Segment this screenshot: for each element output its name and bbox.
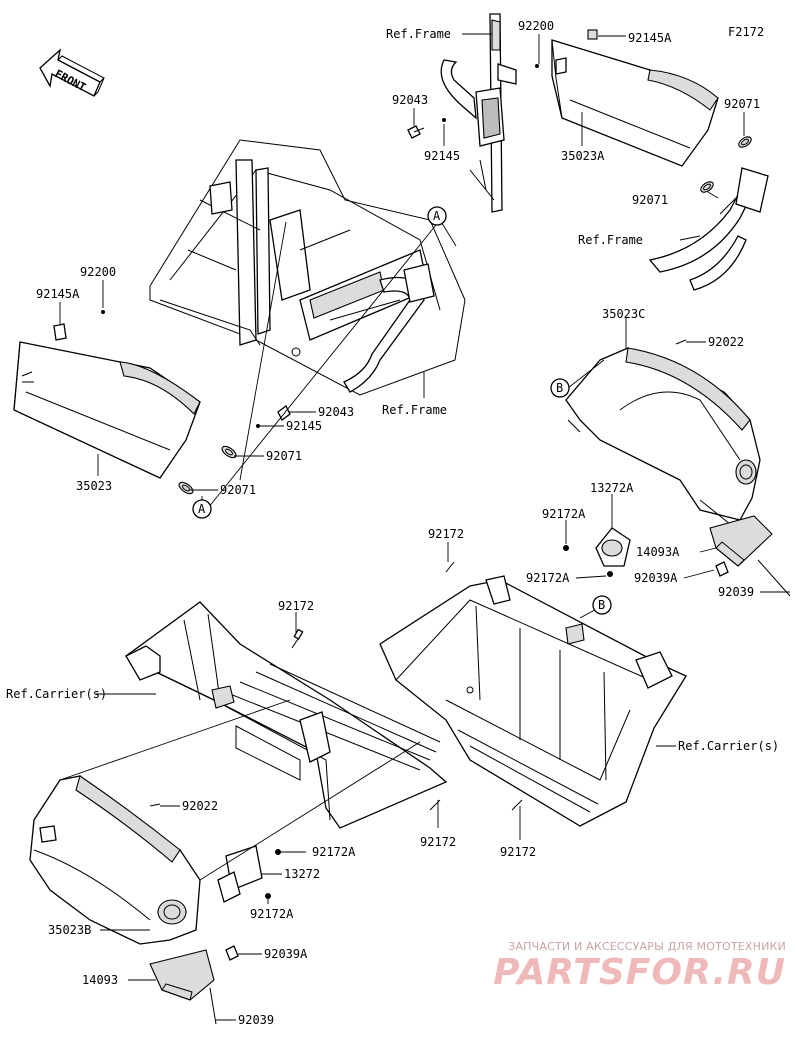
svg-text:A: A (198, 502, 206, 516)
label-92071-mid2: 92071 (220, 483, 256, 497)
callout-a-top: A (427, 206, 447, 226)
callout-b-bottom: B (592, 595, 612, 615)
label-92172a-r2: 92172A (526, 571, 570, 585)
front-arrow-icon: FRONT (39, 48, 105, 97)
bracket-13272a (595, 527, 631, 567)
callout-b-right: B (550, 378, 570, 398)
label-35023b: 35023B (48, 923, 91, 937)
label-92172-bot: 92172 (500, 845, 536, 859)
clip-92200-top (535, 64, 539, 68)
figure-code: F2172 (728, 25, 764, 39)
nut-92022-l (149, 803, 161, 807)
label-92071-top1: 92071 (724, 97, 760, 111)
label-92039-r: 92039 (718, 585, 754, 599)
label-92172a-l1: 92172A (312, 845, 356, 859)
watermark-logo: PARTSFOR.RU (493, 952, 786, 993)
svg-text:B: B (556, 381, 563, 395)
label-ref-frame-center: Ref.Frame (382, 403, 447, 417)
grommet-mid-2 (178, 481, 194, 495)
label-92022-left: 92022 (182, 799, 218, 813)
screw-92172-bot (511, 799, 523, 811)
label-92039-l: 92039 (238, 1013, 274, 1027)
label-92172-mid: 92172 (420, 835, 456, 849)
tie-92039-r (757, 559, 791, 597)
label-35023c: 35023C (602, 307, 645, 321)
label-92200-top: 92200 (518, 19, 554, 33)
svg-text:A: A (433, 209, 441, 223)
cover-35023a (551, 39, 719, 167)
screw-92172-left (291, 628, 304, 649)
part-labels: Ref.Frame 92200 92145A 92043 92145 35023… (6, 19, 779, 1027)
label-14093: 14093 (82, 973, 118, 987)
frame-tube-right (648, 167, 769, 291)
label-35023: 35023 (76, 479, 112, 493)
label-92172a-r1: 92172A (542, 507, 586, 521)
clip-92039a-l (225, 945, 239, 961)
grommet-top-2 (700, 181, 714, 193)
screw-92172-mid (429, 799, 441, 811)
carrier-right (379, 575, 687, 827)
label-35023a: 35023A (561, 149, 605, 163)
label-92071-top2: 92071 (632, 193, 668, 207)
screw-92172a-r1 (563, 545, 569, 551)
cover-35023c (565, 347, 761, 525)
bracket-13272 (217, 845, 263, 903)
label-13272: 13272 (284, 867, 320, 881)
cover-35023 (13, 323, 201, 479)
watermark-tagline: ЗАПЧАСТИ И АКСЕССУАРЫ ДЛЯ МОТОТЕХНИКИ (508, 940, 786, 953)
carrier-left (124, 601, 448, 829)
spacer-14093 (149, 949, 215, 1001)
spacer-14093a (709, 515, 773, 567)
label-14093a: 14093A (636, 545, 680, 559)
label-92022-right: 92022 (708, 335, 744, 349)
label-92172a-l2: 92172A (250, 907, 294, 921)
callout-a-bottom: A (192, 499, 212, 519)
label-92043-top: 92043 (392, 93, 428, 107)
label-92039a-r: 92039A (634, 571, 678, 585)
frame-bracket-top (440, 13, 517, 213)
grommet-top-1 (738, 136, 752, 148)
label-92145a-left: 92145A (36, 287, 80, 301)
chassis-frame (149, 139, 466, 396)
label-92071-mid1: 92071 (266, 449, 302, 463)
label-ref-carrier-right: Ref.Carrier(s) (678, 739, 779, 753)
nut-92022-r (675, 339, 687, 345)
nut-92145a-top (587, 29, 598, 40)
label-92200-left: 92200 (80, 265, 116, 279)
label-ref-frame-mid: Ref.Frame (578, 233, 643, 247)
clip-92039a-r (715, 561, 729, 577)
label-92145a-top: 92145A (628, 31, 672, 45)
label-92039a-l: 92039A (264, 947, 308, 961)
label-13272a: 13272A (590, 481, 634, 495)
label-ref-frame-top: Ref.Frame (386, 27, 451, 41)
label-92145-top: 92145 (424, 149, 460, 163)
screw-92172a-r2 (607, 571, 613, 577)
svg-text:B: B (598, 598, 605, 612)
grommet-mid-1 (221, 445, 237, 459)
cover-35023b (29, 775, 201, 945)
label-ref-carrier-left: Ref.Carrier(s) (6, 687, 107, 701)
label-92172-left: 92172 (278, 599, 314, 613)
bolt-92043-top (407, 125, 425, 139)
label-92043-mid: 92043 (318, 405, 354, 419)
tie-92039-l (209, 987, 217, 1025)
screw-92172-top (445, 561, 455, 573)
label-92172-top: 92172 (428, 527, 464, 541)
nut-92145-top (442, 118, 446, 122)
clip-92200-left (101, 310, 105, 314)
label-92145-mid: 92145 (286, 419, 322, 433)
